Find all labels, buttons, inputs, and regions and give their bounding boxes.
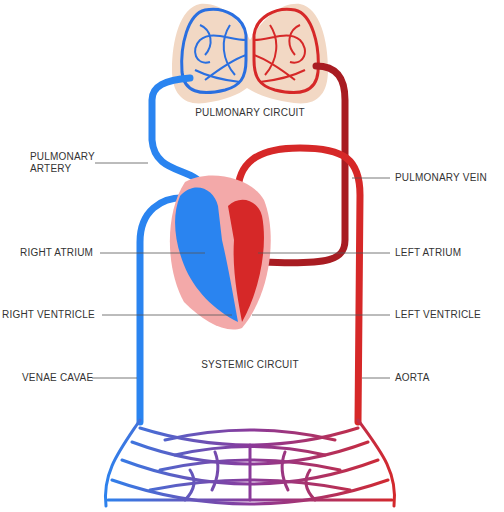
vessel-label: PULMONARY VEIN: [395, 172, 500, 184]
chamber-label: RIGHT ATRIUM: [20, 247, 120, 259]
right-lung: [254, 9, 318, 92]
lung-branches: [195, 25, 246, 82]
capillary-bed: [105, 420, 394, 506]
chamber-label: RIGHT VENTRICLE: [2, 309, 102, 321]
vessel-label: PULMONARY ARTERY: [30, 151, 94, 175]
left-heart: [228, 200, 264, 322]
pulmonary-vein-vessel: [262, 66, 345, 263]
lung-background: [172, 4, 328, 104]
vessel-label: VENAE CAVAE: [22, 372, 102, 384]
chamber-label: LEFT VENTRICLE: [395, 309, 500, 321]
heart-outline: [170, 176, 271, 330]
pulmonary-artery-vessel: [152, 78, 205, 192]
lung-branches: [254, 25, 305, 82]
circuit-label: PULMONARY CIRCUIT: [170, 107, 330, 119]
leader-lines: [92, 163, 390, 378]
chamber-label: LEFT ATRIUM: [395, 247, 500, 259]
circuit-label: SYSTEMIC CIRCUIT: [170, 359, 330, 371]
vessel-label: AORTA: [395, 372, 500, 384]
